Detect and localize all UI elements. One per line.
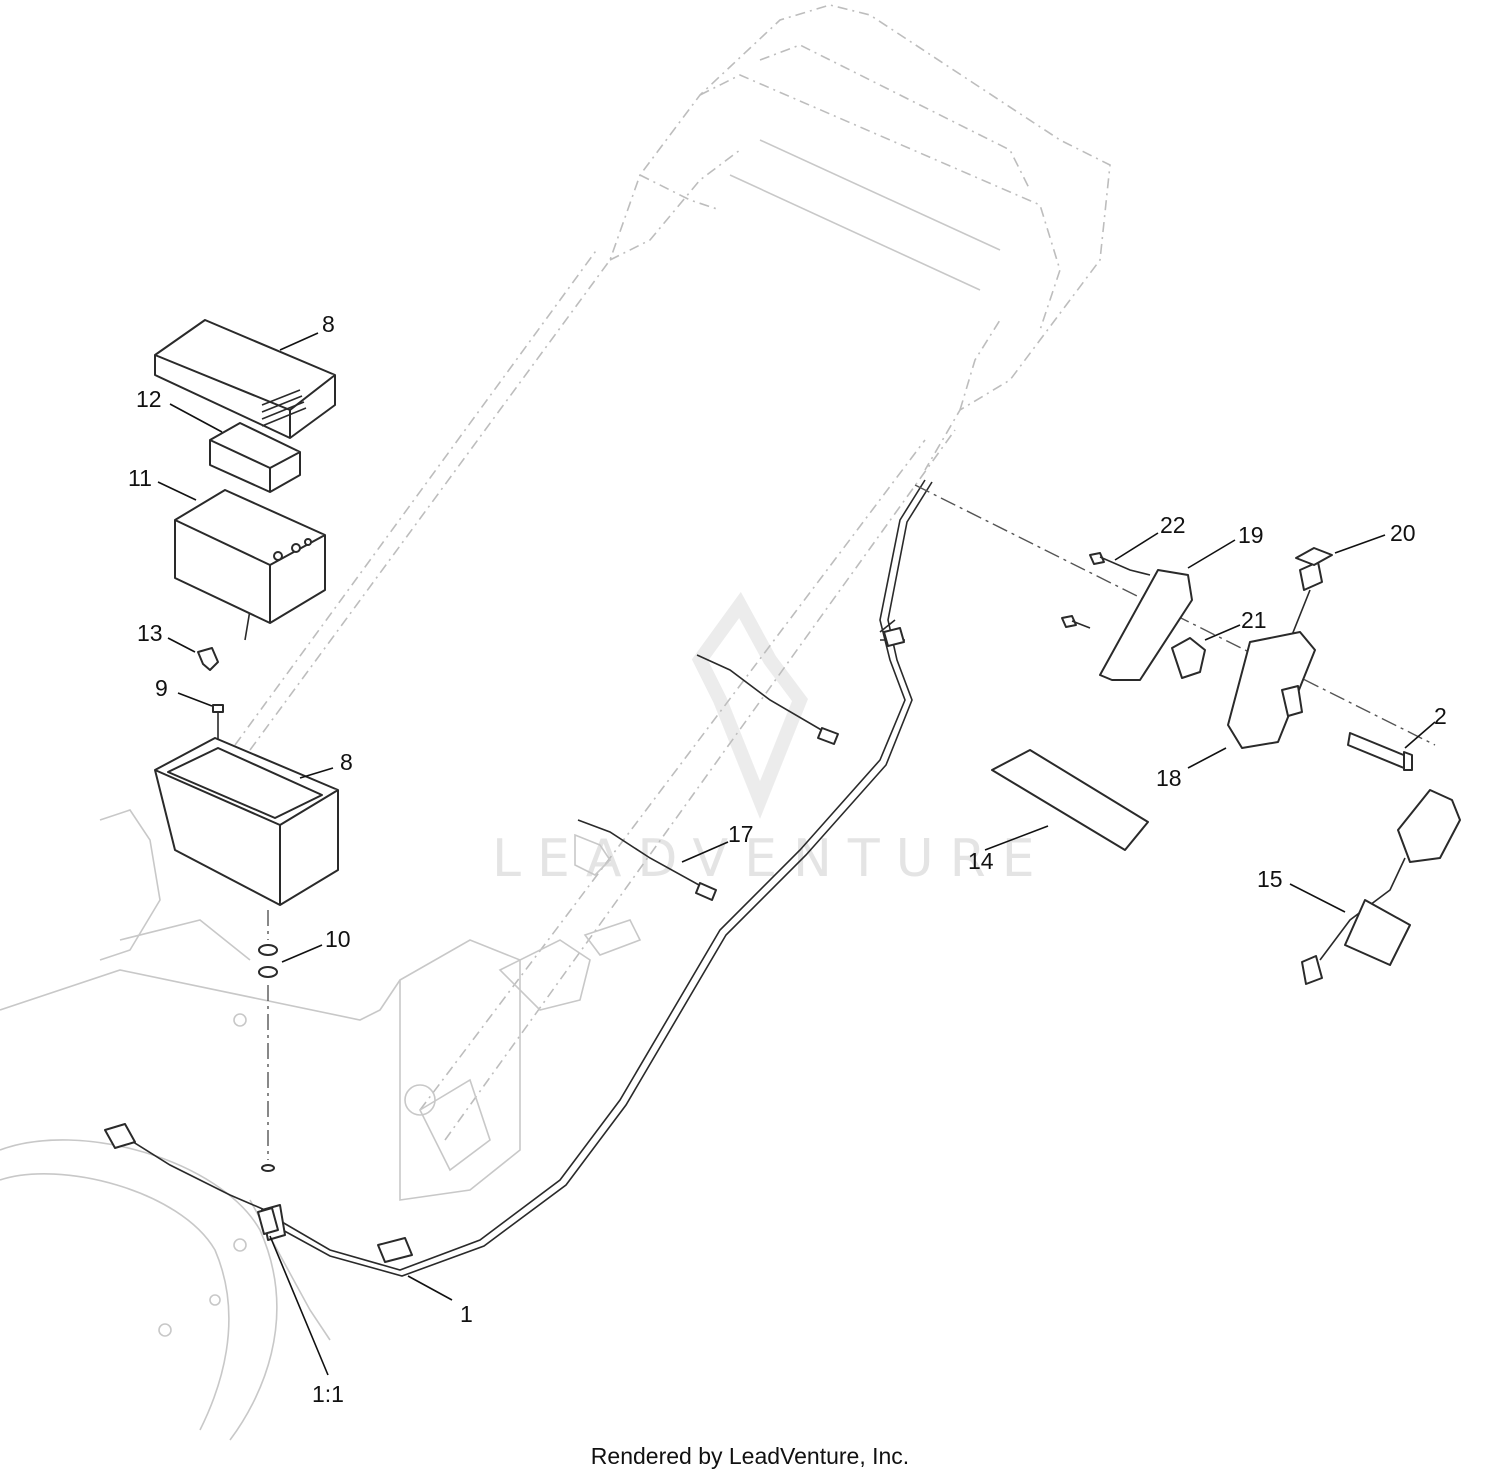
part-9-screw	[212, 704, 224, 740]
callout-1-1: 1:1	[312, 1381, 344, 1407]
part-13-clip	[197, 647, 219, 671]
watermark-text: LEADVENTURE	[492, 829, 1051, 889]
part-17-cable-ties	[577, 654, 839, 901]
callout-13: 13	[137, 620, 163, 646]
part-15-charger	[1301, 789, 1461, 985]
callout-labels: 8 12 11 13 9 8 10 1 1:1 17 14 22 19 20 2…	[128, 311, 1447, 1407]
callout-19: 19	[1238, 522, 1264, 548]
callout-18: 18	[1156, 765, 1182, 791]
callout-11: 11	[128, 465, 152, 491]
part-8-battery-cover	[154, 319, 336, 439]
part-11-battery	[174, 489, 326, 624]
part-10-washers	[258, 910, 278, 1172]
callout-20: 20	[1390, 520, 1416, 546]
rendered-by-footer: Rendered by LeadVenture, Inc.	[590, 1443, 910, 1469]
part-14-decal	[991, 749, 1149, 851]
callout-2: 2	[1434, 703, 1447, 729]
handle-phantom	[234, 4, 1111, 1201]
callout-12: 12	[136, 386, 162, 412]
callout-21: 21	[1241, 607, 1267, 633]
part-1-1-connector	[257, 1207, 279, 1235]
callout-15: 15	[1257, 866, 1283, 892]
leadventure-watermark: LEADVENTURE	[492, 591, 1051, 889]
callout-1: 1	[460, 1301, 473, 1327]
callout-8-tray: 8	[340, 749, 353, 775]
part-8-battery-tray	[154, 737, 339, 906]
callout-9: 9	[155, 675, 168, 701]
callout-8-cover: 8	[322, 311, 335, 337]
leader-lines	[157, 332, 1436, 1376]
switch-assembly	[914, 484, 1436, 771]
callout-14: 14	[968, 848, 994, 874]
callout-22: 22	[1160, 512, 1186, 538]
part-12-foam-pad	[209, 422, 301, 493]
callout-17: 17	[728, 821, 754, 847]
callout-10: 10	[325, 926, 351, 952]
mower-deck-phantom	[0, 809, 401, 1441]
